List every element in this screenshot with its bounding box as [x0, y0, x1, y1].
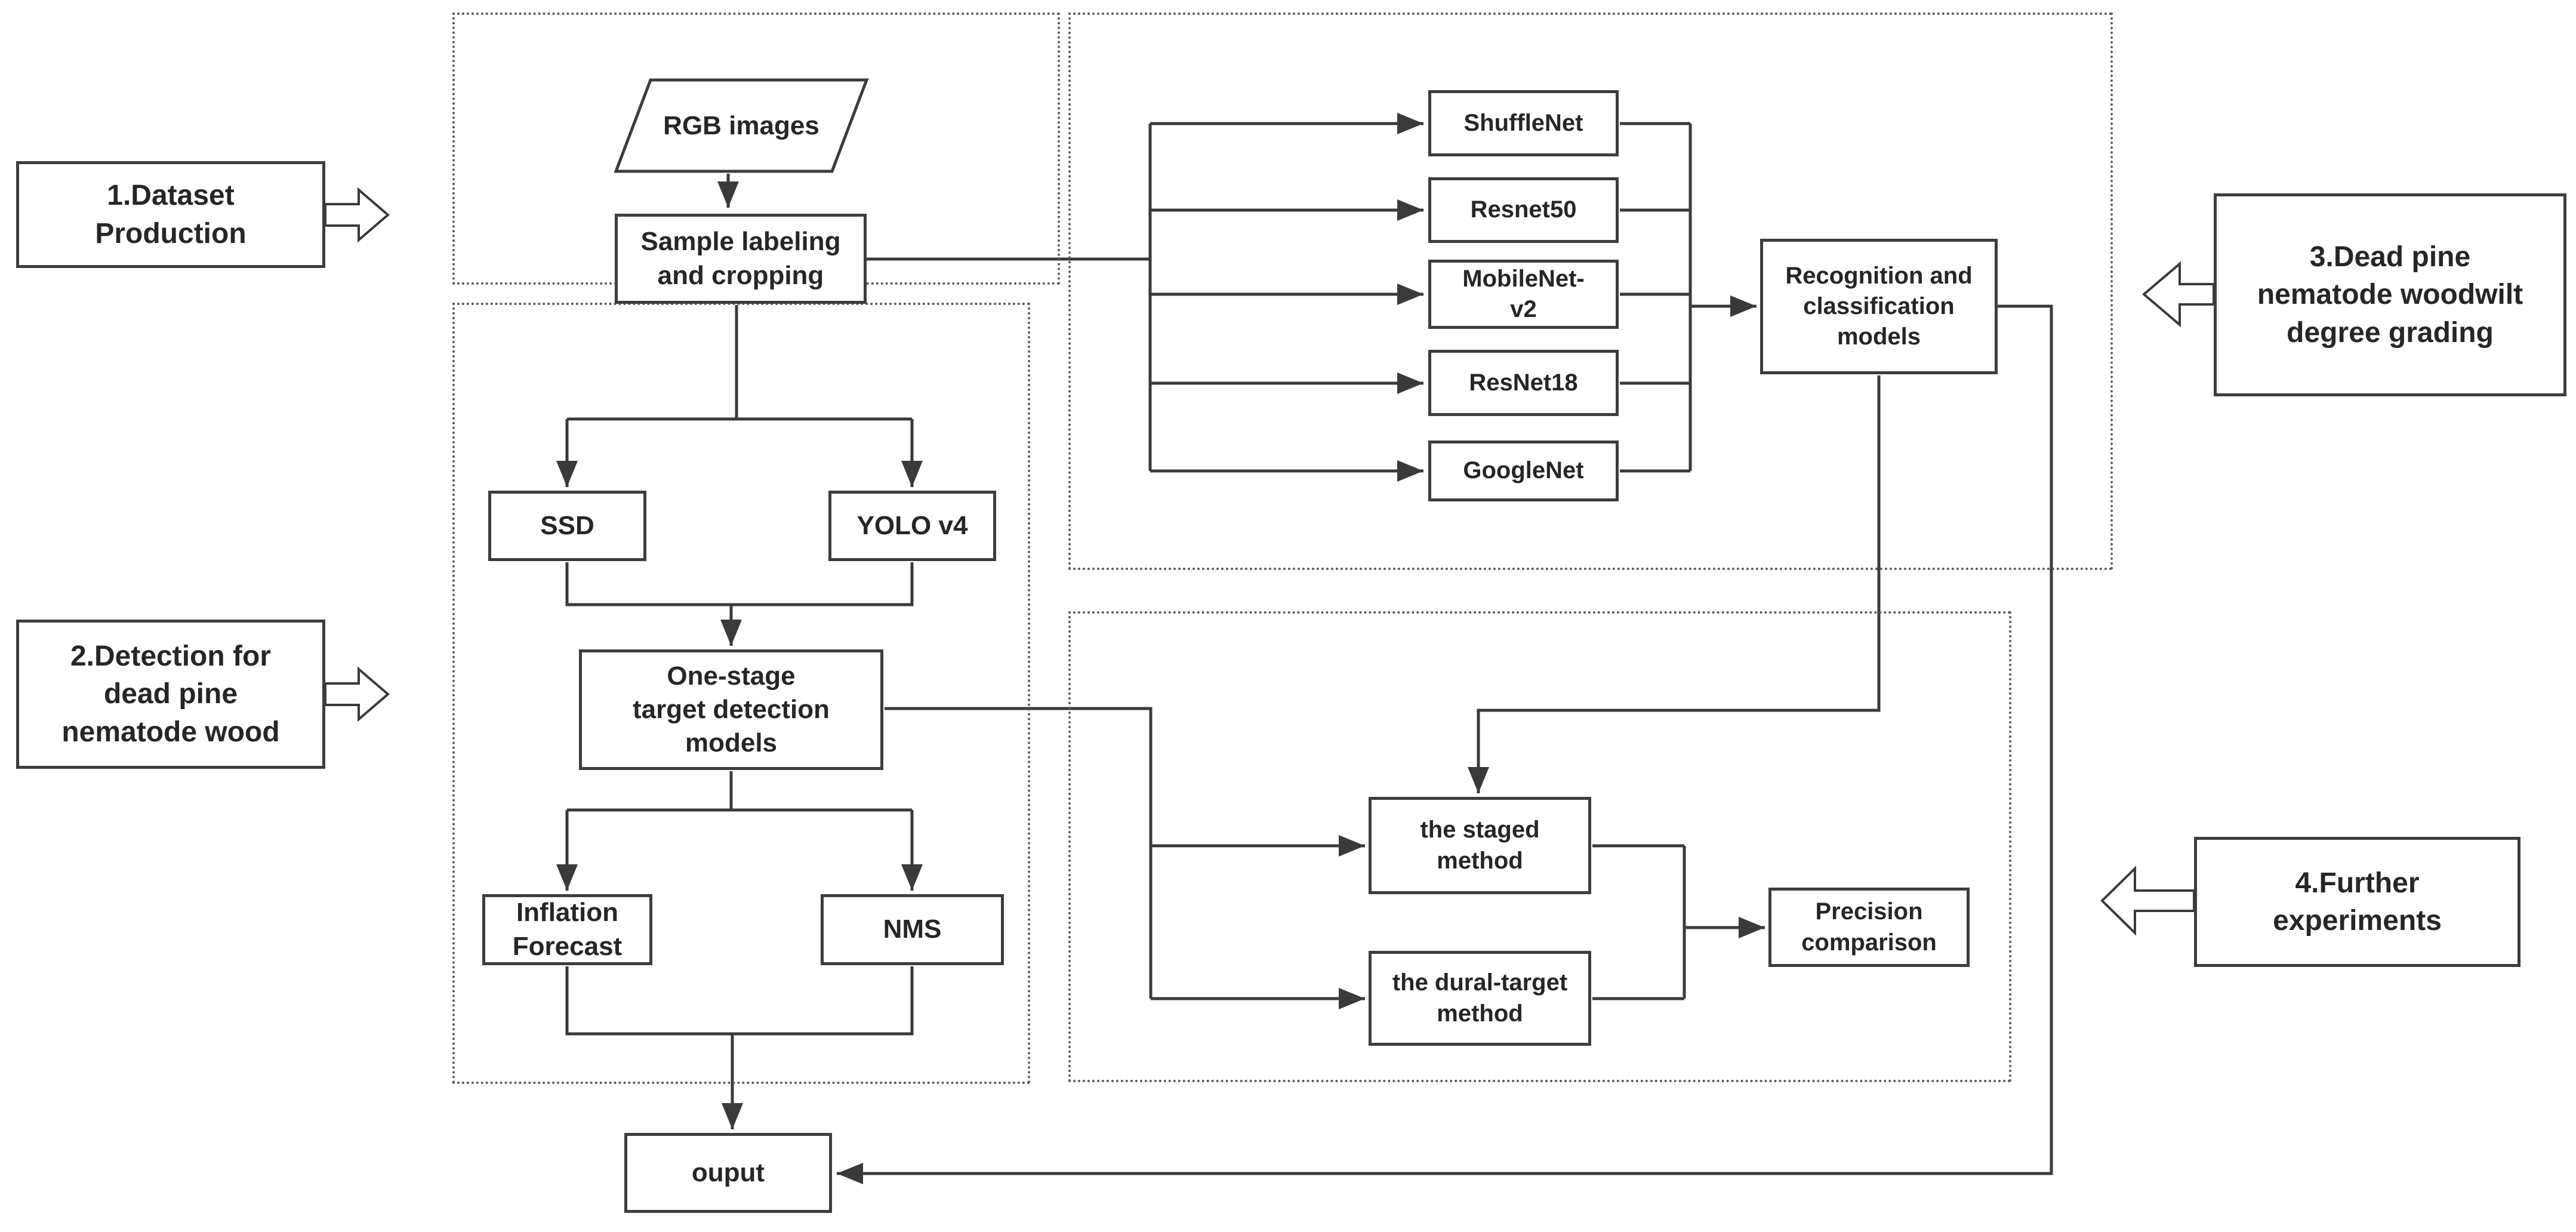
- node-resnet50: Resnet50: [1428, 177, 1619, 243]
- node-recognition-models: Recognition and classification models: [1760, 239, 1998, 374]
- section-label-dataset-production: 1.Dataset Production: [16, 161, 325, 268]
- region-degree-grading: [1068, 13, 2113, 570]
- node-inflation-forecast: Inflation Forecast: [482, 894, 652, 965]
- section3-hollow-arrow-left: [2141, 261, 2215, 328]
- node-ouput-label: ouput: [691, 1157, 765, 1187]
- node-mobilenet-v2: MobileNet- v2: [1428, 260, 1619, 329]
- node-one-stage-models: One-stage target detection models: [579, 649, 883, 770]
- node-sample-labeling: Sample labeling and cropping: [615, 214, 867, 304]
- section-label-further-experiments-text: 4.Further experiments: [2273, 867, 2442, 937]
- node-inflation-forecast-label: Inflation Forecast: [512, 898, 623, 961]
- node-ssd: SSD: [488, 491, 646, 561]
- section-label-dataset-production-text: 1.Dataset Production: [95, 180, 246, 250]
- node-dural-target-method-label: the dural-target method: [1392, 969, 1568, 1027]
- section-label-further-experiments: 4.Further experiments: [2194, 837, 2520, 967]
- node-shufflenet: ShuffleNet: [1428, 90, 1619, 156]
- node-googlenet: GoogleNet: [1428, 441, 1619, 501]
- node-dural-target-method: the dural-target method: [1369, 951, 1591, 1046]
- node-yolo-v4-label: YOLO v4: [856, 510, 968, 540]
- node-precision-comparison-label: Precision comparison: [1801, 898, 1937, 956]
- section1-hollow-arrow-right: [324, 187, 390, 243]
- node-ouput: ouput: [624, 1133, 832, 1213]
- node-precision-comparison: Precision comparison: [1768, 888, 1970, 967]
- section-label-degree-grading: 3.Dead pine nematode woodwilt degree gra…: [2214, 193, 2566, 396]
- node-resnet18: ResNet18: [1428, 350, 1619, 416]
- node-nms: NMS: [821, 894, 1004, 965]
- region-detection: [452, 303, 1030, 1084]
- edge-recognition-to-staged: [1468, 375, 1881, 793]
- node-staged-method: the staged method: [1369, 797, 1591, 894]
- node-nms-label: NMS: [883, 914, 942, 944]
- region-further-experiments: [1068, 611, 2011, 1082]
- node-recognition-models-label: Recognition and classification models: [1785, 262, 1973, 350]
- edge-onestage-to-split2: [567, 771, 912, 812]
- node-googlenet-label: GoogleNet: [1463, 457, 1584, 484]
- node-rgb-images: RGB images: [616, 80, 867, 171]
- node-staged-method-label: the staged method: [1420, 817, 1540, 874]
- edge-sample-to-split1: [567, 305, 912, 421]
- node-resnet50-label: Resnet50: [1470, 196, 1577, 223]
- edge-onestage-right: [885, 707, 1153, 999]
- section4-hollow-arrow-left: [2100, 866, 2195, 936]
- rgb-images-parallelogram: [614, 78, 869, 173]
- node-shufflenet-label: ShuffleNet: [1463, 109, 1583, 136]
- node-rgb-images-label: RGB images: [663, 110, 819, 140]
- node-mobilenet-v2-label: MobileNet- v2: [1462, 265, 1585, 322]
- section-label-degree-grading-text: 3.Dead pine nematode woodwilt degree gra…: [2257, 241, 2523, 349]
- edge-inflation-to-join2: [565, 966, 914, 1036]
- section-label-detection-text: 2.Detection for dead pine nematode wood: [61, 640, 280, 748]
- node-ssd-label: SSD: [540, 510, 594, 540]
- edge-ssd-to-join1: [565, 562, 914, 606]
- section2-hollow-arrow-right: [324, 666, 390, 722]
- node-yolo-v4: YOLO v4: [828, 491, 996, 561]
- node-resnet18-label: ResNet18: [1469, 369, 1578, 396]
- edge-recognition-to-ouput: [837, 304, 2053, 1184]
- node-one-stage-models-label: One-stage target detection models: [632, 661, 830, 758]
- node-sample-labeling-label: Sample labeling and cropping: [640, 227, 841, 290]
- section-label-detection: 2.Detection for dead pine nematode wood: [16, 620, 325, 769]
